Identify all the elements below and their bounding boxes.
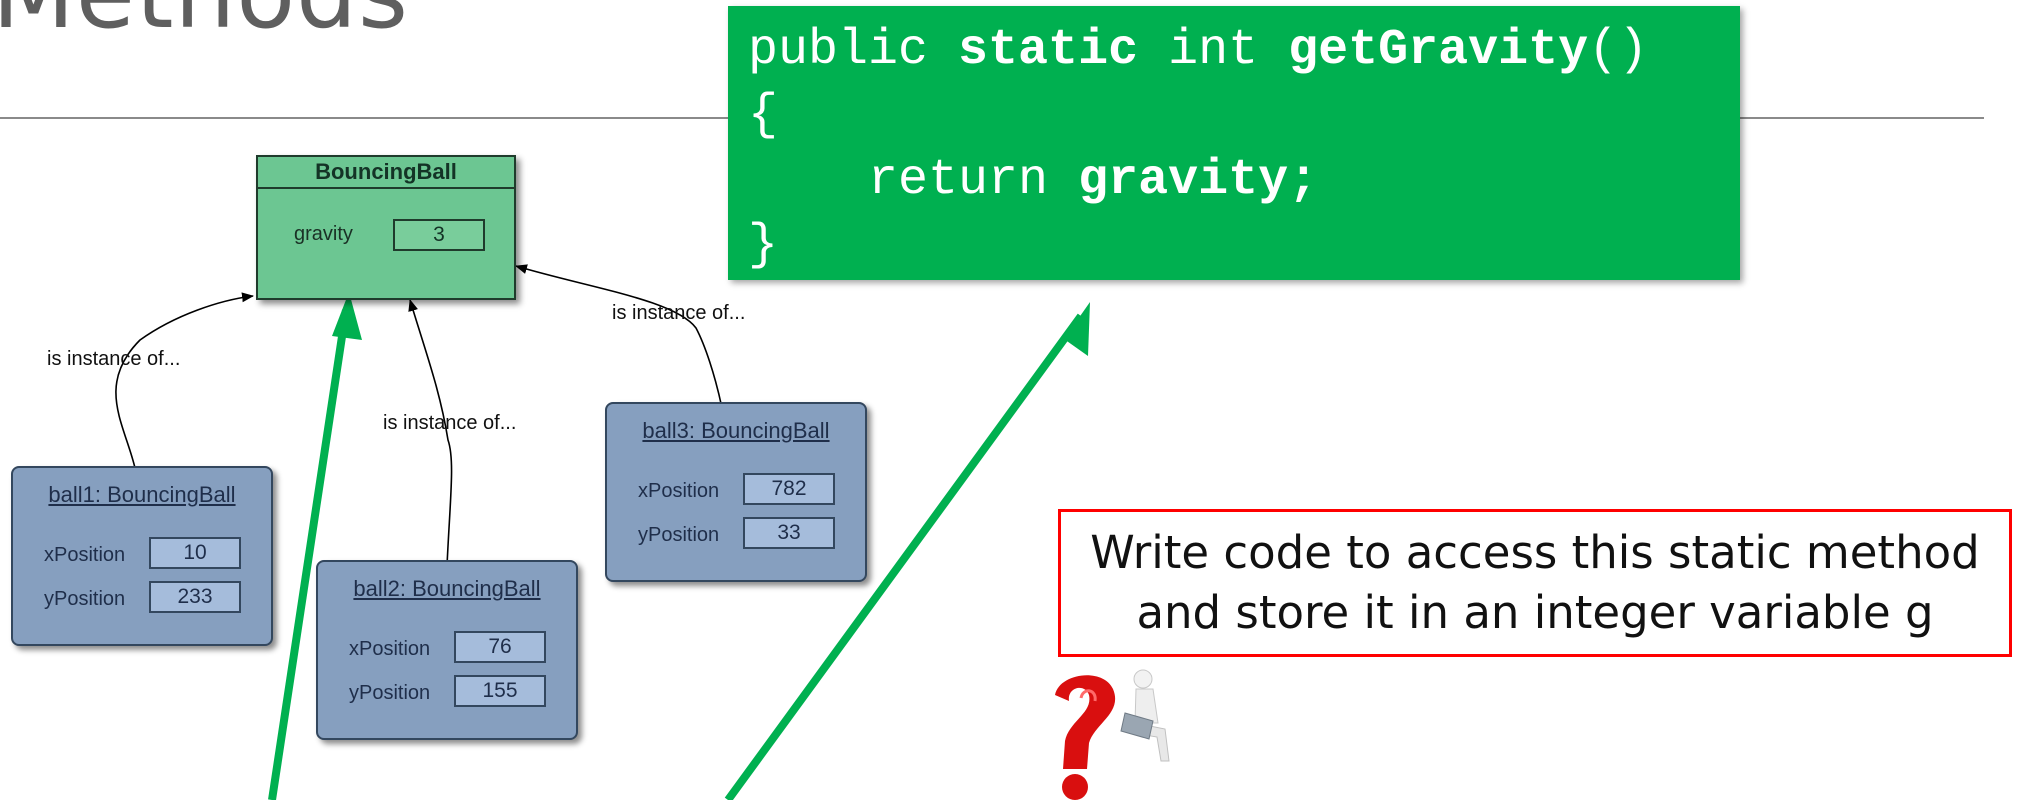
- ball2-object-title: ball2: BouncingBall: [353, 576, 541, 601]
- ball2-yposition-value: 155: [454, 675, 546, 707]
- ball1-object-title: ball1: BouncingBall: [48, 482, 236, 507]
- ball3-object-title: ball3: BouncingBall: [642, 418, 830, 443]
- ball1-xposition-label: xPosition: [44, 544, 126, 566]
- ball3-xposition-value: 782: [743, 473, 835, 505]
- code-token-parens: (): [1588, 22, 1649, 79]
- ball3-yposition-value: 33: [743, 517, 835, 549]
- code-token-return: return: [748, 152, 1079, 209]
- ball3-xposition-label: xPosition: [638, 480, 720, 502]
- ball2-yposition-label: yPosition: [349, 682, 431, 704]
- code-token-static: static: [958, 22, 1139, 79]
- ball2-object-box: ball2: BouncingBall xPosition 76 yPositi…: [316, 560, 578, 740]
- slide-title: Methods: [0, 0, 409, 50]
- instance-connector-ball3: [515, 264, 723, 409]
- code-token-int: int: [1138, 22, 1289, 79]
- prompt-line-2: and store it in an integer variable g: [1136, 586, 1934, 639]
- ball3-object-box: ball3: BouncingBall xPosition 782 yPosit…: [605, 402, 867, 582]
- ball3-yposition-label: yPosition: [638, 524, 720, 546]
- ball1-yposition-label: yPosition: [44, 588, 126, 610]
- ball2-xposition-value: 76: [454, 631, 546, 663]
- code-line-open-brace: {: [748, 87, 779, 144]
- prompt-line-1: Write code to access this static method: [1090, 526, 1980, 579]
- code-token-gravity: gravity;: [1078, 152, 1319, 209]
- instance-label-ball3: is instance of...: [612, 302, 746, 324]
- code-line-close-brace: }: [748, 217, 779, 274]
- gravity-field-label: gravity: [294, 223, 353, 245]
- instance-label-ball1: is instance of...: [47, 348, 181, 370]
- instance-connector-ball1: [115, 292, 254, 469]
- class-name: BouncingBall: [258, 157, 514, 189]
- bouncingball-class-box: BouncingBall gravity 3: [256, 155, 516, 300]
- ball2-xposition-label: xPosition: [349, 638, 431, 660]
- instance-connector-ball2: [408, 299, 453, 567]
- question-mark-person-with-laptop-icon: [1055, 669, 1170, 800]
- code-token-public: public: [748, 22, 959, 79]
- code-line-return: return gravity;: [748, 152, 1318, 209]
- green-arrow-to-code: [724, 302, 1090, 800]
- code-token-method-name: getGravity: [1288, 22, 1589, 79]
- exercise-prompt-box: Write code to access this static method …: [1058, 509, 2012, 657]
- ball1-yposition-value: 233: [149, 581, 241, 613]
- ball1-xposition-value: 10: [149, 537, 241, 569]
- green-arrow-to-class: [268, 292, 362, 800]
- gravity-value: 3: [393, 219, 485, 251]
- code-line-signature: public static int getGravity(): [748, 22, 1648, 79]
- ball1-object-box: ball1: BouncingBall xPosition 10 yPositi…: [11, 466, 273, 646]
- code-snippet-box: public static int getGravity() { return …: [728, 6, 1740, 280]
- instance-label-ball2: is instance of...: [383, 412, 517, 434]
